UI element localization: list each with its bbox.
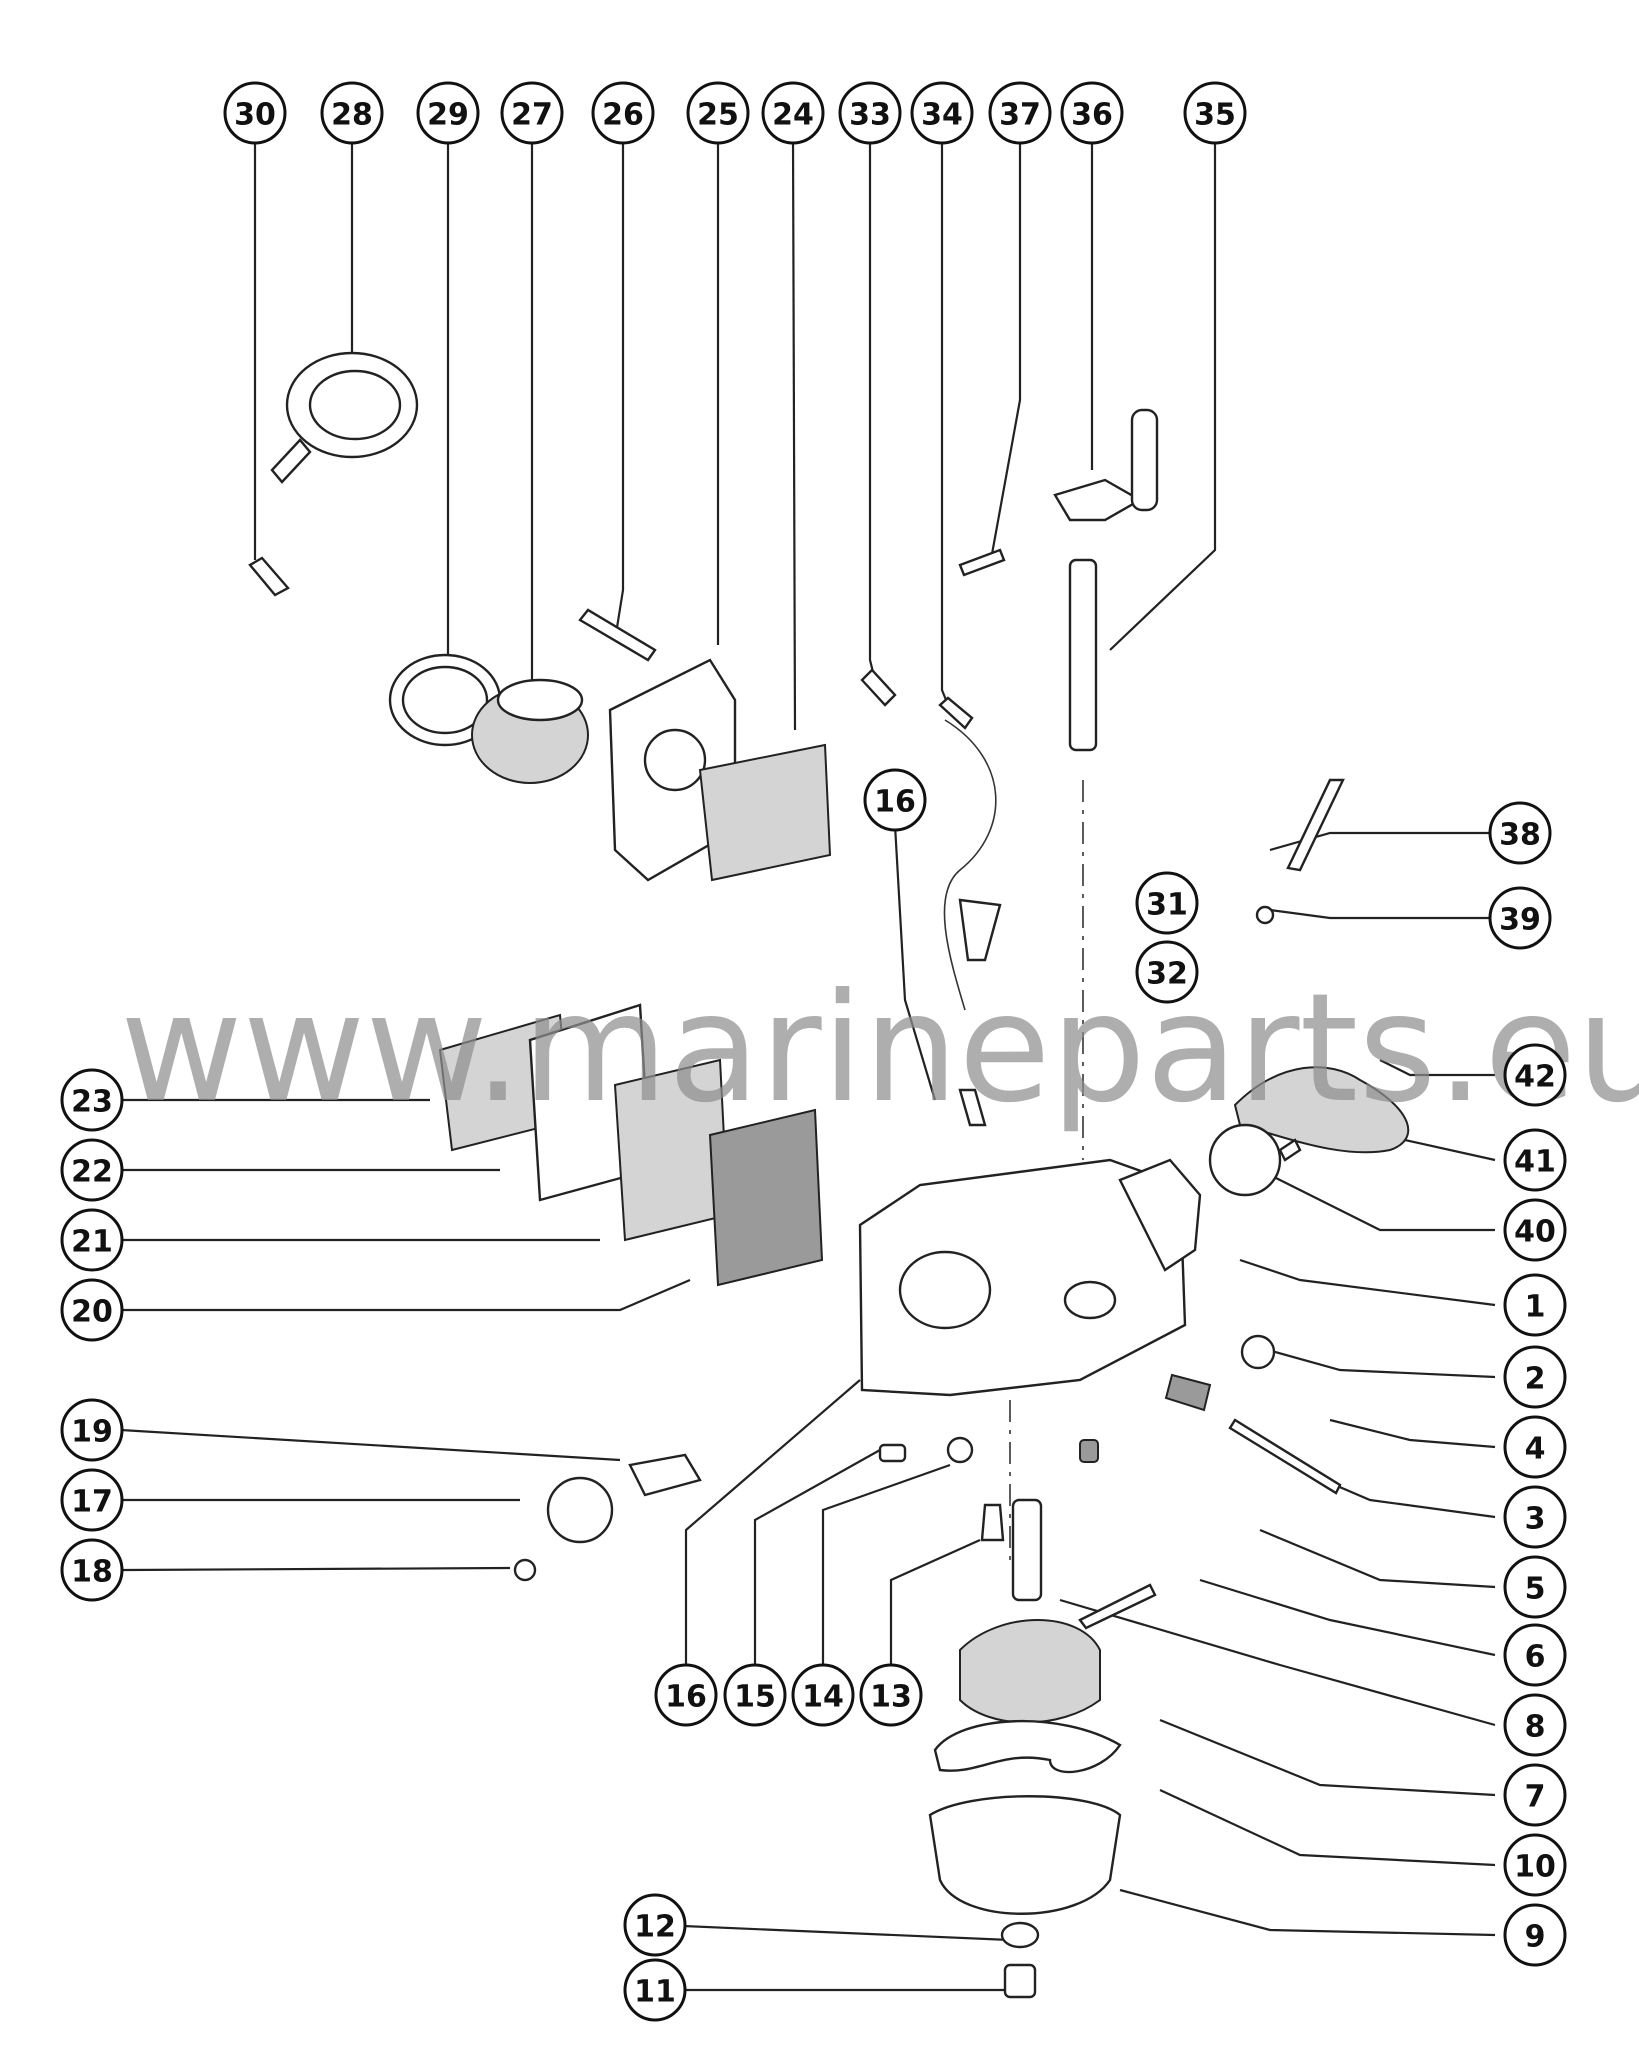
callout-4: 4 (1503, 1415, 1567, 1479)
svg-text:27: 27 (511, 98, 553, 133)
svg-text:11: 11 (634, 1975, 676, 2010)
svg-text:25: 25 (697, 98, 739, 133)
svg-text:10: 10 (1514, 1850, 1556, 1885)
callout-27: 27 (500, 81, 564, 145)
svg-text:34: 34 (921, 98, 963, 133)
callout-40: 40 (1503, 1198, 1567, 1262)
svg-text:33: 33 (849, 98, 891, 133)
callout-26: 26 (591, 81, 655, 145)
callout-8: 8 (1503, 1693, 1567, 1757)
svg-text:22: 22 (71, 1155, 113, 1190)
svg-text:24: 24 (772, 98, 814, 133)
callout-6: 6 (1503, 1623, 1567, 1687)
svg-text:18: 18 (71, 1555, 113, 1590)
callout-16-lower: 16 (654, 1663, 718, 1727)
svg-text:19: 19 (71, 1415, 113, 1450)
svg-text:15: 15 (734, 1680, 776, 1715)
callout-12: 12 (623, 1893, 687, 1957)
callout-1: 1 (1503, 1273, 1567, 1337)
callout-22: 22 (60, 1138, 124, 1202)
svg-text:14: 14 (802, 1680, 844, 1715)
svg-text:21: 21 (71, 1225, 113, 1260)
callout-2: 2 (1503, 1345, 1567, 1409)
callout-5: 5 (1503, 1555, 1567, 1619)
callout-7: 7 (1503, 1763, 1567, 1827)
callout-41: 41 (1503, 1128, 1567, 1192)
svg-text:39: 39 (1499, 903, 1541, 938)
svg-text:23: 23 (71, 1085, 113, 1120)
svg-text:6: 6 (1525, 1640, 1546, 1675)
svg-text:32: 32 (1146, 957, 1188, 992)
svg-text:17: 17 (71, 1485, 113, 1520)
callout-16-upper: 16 (863, 768, 927, 832)
callout-25: 25 (686, 81, 750, 145)
callout-37: 37 (988, 81, 1052, 145)
callout-42: 42 (1503, 1043, 1567, 1107)
svg-text:26: 26 (602, 98, 644, 133)
svg-text:3: 3 (1525, 1502, 1546, 1537)
part-drawings (248, 351, 1410, 1999)
callout-3: 3 (1503, 1485, 1567, 1549)
callout-29: 29 (416, 81, 480, 145)
svg-text:4: 4 (1525, 1432, 1546, 1467)
svg-text:38: 38 (1499, 818, 1541, 853)
svg-text:31: 31 (1146, 888, 1188, 923)
callout-11: 11 (623, 1958, 687, 2022)
svg-text:36: 36 (1071, 98, 1113, 133)
callout-31: 31 (1135, 871, 1199, 935)
callout-20: 20 (60, 1278, 124, 1342)
svg-text:35: 35 (1194, 98, 1236, 133)
svg-text:13: 13 (870, 1680, 912, 1715)
svg-text:5: 5 (1525, 1572, 1546, 1607)
svg-text:40: 40 (1514, 1215, 1556, 1250)
callout-19: 19 (60, 1398, 124, 1462)
svg-text:2: 2 (1525, 1362, 1546, 1397)
svg-text:16: 16 (665, 1680, 707, 1715)
svg-text:37: 37 (999, 98, 1041, 133)
watermark-text: www.marineparts.eu (120, 962, 1639, 1136)
svg-text:7: 7 (1525, 1780, 1546, 1815)
callout-38: 38 (1488, 801, 1552, 865)
callout-39: 39 (1488, 886, 1552, 950)
callout-33: 33 (838, 81, 902, 145)
callout-21: 21 (60, 1208, 124, 1272)
callout-17: 17 (60, 1468, 124, 1532)
callout-23: 23 (60, 1068, 124, 1132)
svg-text:9: 9 (1525, 1920, 1546, 1955)
svg-text:1: 1 (1525, 1290, 1546, 1325)
svg-text:8: 8 (1525, 1710, 1546, 1745)
callout-18: 18 (60, 1538, 124, 1602)
callout-9: 9 (1503, 1903, 1567, 1967)
svg-text:28: 28 (331, 98, 373, 133)
callout-15: 15 (723, 1663, 787, 1727)
svg-text:41: 41 (1514, 1145, 1556, 1180)
callout-10: 10 (1503, 1833, 1567, 1897)
callout-24: 24 (761, 81, 825, 145)
callout-32: 32 (1135, 940, 1199, 1004)
callout-36: 36 (1060, 81, 1124, 145)
svg-text:12: 12 (634, 1910, 676, 1945)
callout-35: 35 (1183, 81, 1247, 145)
callout-30: 30 (223, 81, 287, 145)
callout-34: 34 (910, 81, 974, 145)
svg-text:20: 20 (71, 1295, 113, 1330)
svg-text:29: 29 (427, 98, 469, 133)
svg-text:42: 42 (1514, 1060, 1556, 1095)
callout-28: 28 (320, 81, 384, 145)
callout-13: 13 (859, 1663, 923, 1727)
callout-14: 14 (791, 1663, 855, 1727)
svg-text:30: 30 (234, 98, 276, 133)
svg-text:16: 16 (874, 785, 916, 820)
